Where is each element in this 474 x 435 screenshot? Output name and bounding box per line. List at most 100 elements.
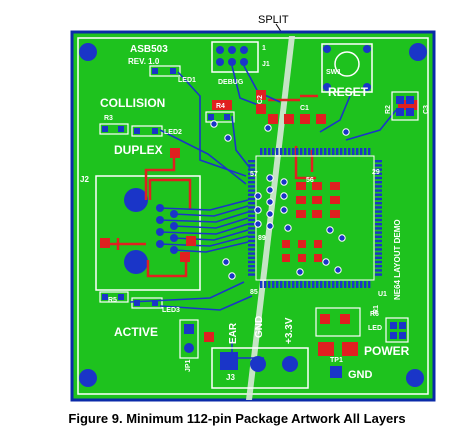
pin29-label: 29: [372, 169, 380, 176]
u1-pad: [296, 281, 299, 288]
collision-label: COLLISION: [100, 96, 165, 110]
u1-pad: [300, 281, 303, 288]
u1-pad: [375, 168, 382, 171]
r6-label: R6: [370, 311, 379, 318]
u1-pad: [375, 185, 382, 188]
u1-label: U1: [378, 291, 387, 298]
debug-label: DEBUG: [218, 79, 244, 86]
u1-pad: [304, 281, 307, 288]
board-inner-outline: [77, 37, 429, 395]
u1-pad: [264, 281, 267, 288]
reset-switch-pads: [323, 45, 371, 91]
u1-pad: [284, 148, 287, 155]
u1-pad: [248, 197, 255, 201]
gnd-vertical-label: GND: [254, 316, 265, 338]
c2-label: C2: [257, 95, 264, 104]
smd-pads-red: [100, 90, 418, 356]
via: [224, 134, 232, 142]
u1-pad: [248, 231, 255, 234]
u1-pad: [375, 231, 382, 234]
led1-label: LED1: [178, 77, 196, 84]
u1-pad: [348, 281, 351, 288]
u1-pad: [368, 148, 371, 155]
u1-pad: [260, 281, 263, 288]
tp1-label: TP1: [330, 357, 343, 364]
u1-pad: [288, 281, 291, 288]
via: [266, 174, 274, 182]
bottom-layer-traces: [129, 65, 397, 359]
u1-pad: [248, 218, 255, 222]
u1-pad: [292, 281, 295, 288]
power-label: POWER: [364, 344, 410, 358]
c1-label: C1: [300, 105, 309, 112]
u1-pad: [348, 148, 351, 155]
jack-mount-hole-top: [124, 188, 148, 212]
u1-pad: [248, 210, 255, 213]
u1-pad: [375, 176, 382, 180]
r3-label: R3: [104, 115, 113, 122]
u1-pad: [332, 148, 335, 155]
mount-hole-tl: [79, 43, 97, 61]
debug-header-pads: [216, 46, 248, 66]
u1-pad: [276, 148, 279, 155]
duplex-label: DUPLEX: [114, 143, 163, 157]
u1-pad: [248, 239, 255, 243]
u1-pad: [375, 218, 382, 222]
u1-pad: [316, 148, 319, 155]
u1-outline: [255, 155, 375, 281]
u1-pad: [316, 281, 319, 288]
u1-pad: [375, 164, 382, 167]
jp1-label: JP1: [185, 359, 192, 372]
u1-pad: [375, 252, 382, 255]
pin56-label: 56: [306, 177, 314, 184]
u1-pad: [276, 281, 279, 288]
r4-label: R4: [216, 103, 225, 110]
u1-pad: [375, 160, 382, 163]
debug-header-outline: [211, 41, 259, 73]
u1-pad: [248, 168, 255, 171]
via: [284, 224, 292, 232]
u1-pad: [375, 210, 382, 213]
u1-pad: [248, 202, 255, 205]
u1-pad: [248, 176, 255, 180]
u1-pad: [280, 148, 283, 155]
board-name-label: ASB503: [130, 44, 168, 55]
u1-pad: [375, 223, 382, 226]
mount-hole-br: [406, 369, 424, 387]
u1-pad: [360, 148, 363, 155]
u1-pad: [268, 281, 271, 288]
c3-label: C3: [423, 105, 430, 114]
via: [254, 192, 262, 200]
layout-demo-label: NE64 LAYOUT DEMO: [393, 219, 402, 300]
u1-pad: [312, 148, 315, 155]
u1-pad: [264, 148, 267, 155]
u1-pad: [248, 181, 255, 184]
u1-pad: [375, 193, 382, 196]
via: [326, 226, 334, 234]
u1-pad: [320, 148, 323, 155]
u1-pad: [344, 281, 347, 288]
u1-pad: [340, 281, 343, 288]
u1-pad: [260, 148, 263, 155]
pin89-label: 89: [258, 235, 266, 242]
u1-pad: [336, 148, 339, 155]
active-label: ACTIVE: [114, 325, 158, 339]
r1-label: R1: [373, 305, 380, 314]
u1-pad: [375, 172, 382, 175]
top-layer-traces: [110, 94, 318, 278]
via: [296, 268, 304, 276]
via: [228, 272, 236, 280]
reset-label: RESET: [328, 85, 369, 99]
u1-pad: [375, 248, 382, 251]
u1-pad: [248, 164, 255, 167]
u1-pad: [248, 172, 255, 175]
u1-pad: [375, 181, 382, 184]
ear-label: EAR: [228, 322, 239, 344]
u1-pad: [375, 197, 382, 201]
via: [280, 192, 288, 200]
u1-pad: [248, 235, 255, 238]
u1-pad: [375, 273, 382, 276]
via: [266, 222, 274, 230]
board-revision-label: REV. 1.0: [128, 57, 160, 66]
u1-pad: [280, 281, 283, 288]
